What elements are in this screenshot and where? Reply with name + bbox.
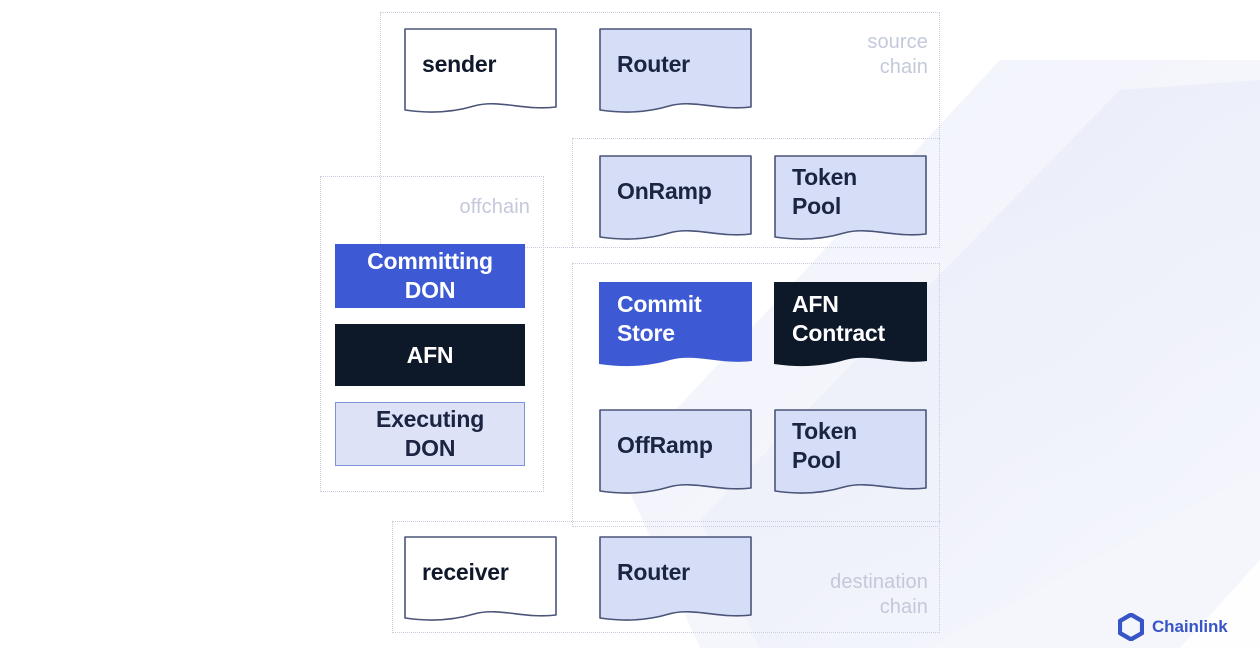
node-destination-router-label: Router [617,559,690,585]
node-commit-store-label: Commit Store [617,291,702,346]
node-source-token-pool-label: Token Pool [792,164,858,219]
node-destination-router[interactable]: Router [599,536,752,621]
chainlink-wordmark: Chainlink [1152,617,1228,636]
node-offramp[interactable]: OffRamp [599,409,752,494]
node-destination-token-pool[interactable]: Token Pool [774,409,927,494]
chainlink-branding: Chainlink [1118,613,1228,641]
node-source-token-pool[interactable]: Token Pool [774,155,927,240]
node-destination-token-pool-label: Token Pool [792,418,858,473]
region-offchain [320,176,544,492]
node-sender-label: sender [422,51,497,77]
node-source-router-label: Router [617,51,690,77]
node-onramp-label: OnRamp [617,178,712,204]
node-committing-don[interactable]: Committing DON [335,244,525,308]
region-source-chain-label: source chain [867,31,928,78]
node-receiver-label: receiver [422,559,509,585]
region-source-contracts [572,138,940,248]
node-afn-contract[interactable]: AFN Contract [774,282,927,367]
region-destination-contracts [572,263,940,527]
region-destination-chain [392,521,940,633]
node-source-router[interactable]: Router [599,28,752,113]
node-committing-don-label: Committing DON [367,248,493,303]
node-onramp[interactable]: OnRamp [599,155,752,240]
node-executing-don-label: Executing DON [375,406,485,461]
node-offramp-label: OffRamp [617,432,713,458]
node-afn-label: AFN [406,341,454,368]
region-offchain-label: offchain [459,196,530,218]
chainlink-hexagon-icon [1118,613,1144,641]
region-destination-chain-label: destination chain [830,571,928,618]
node-receiver[interactable]: receiver [404,536,557,621]
node-executing-don[interactable]: Executing DON [335,402,525,466]
node-sender[interactable]: sender [404,28,557,113]
node-commit-store[interactable]: Commit Store [599,282,752,367]
node-afn-contract-label: AFN Contract [792,291,885,346]
node-afn[interactable]: AFN [335,324,525,386]
